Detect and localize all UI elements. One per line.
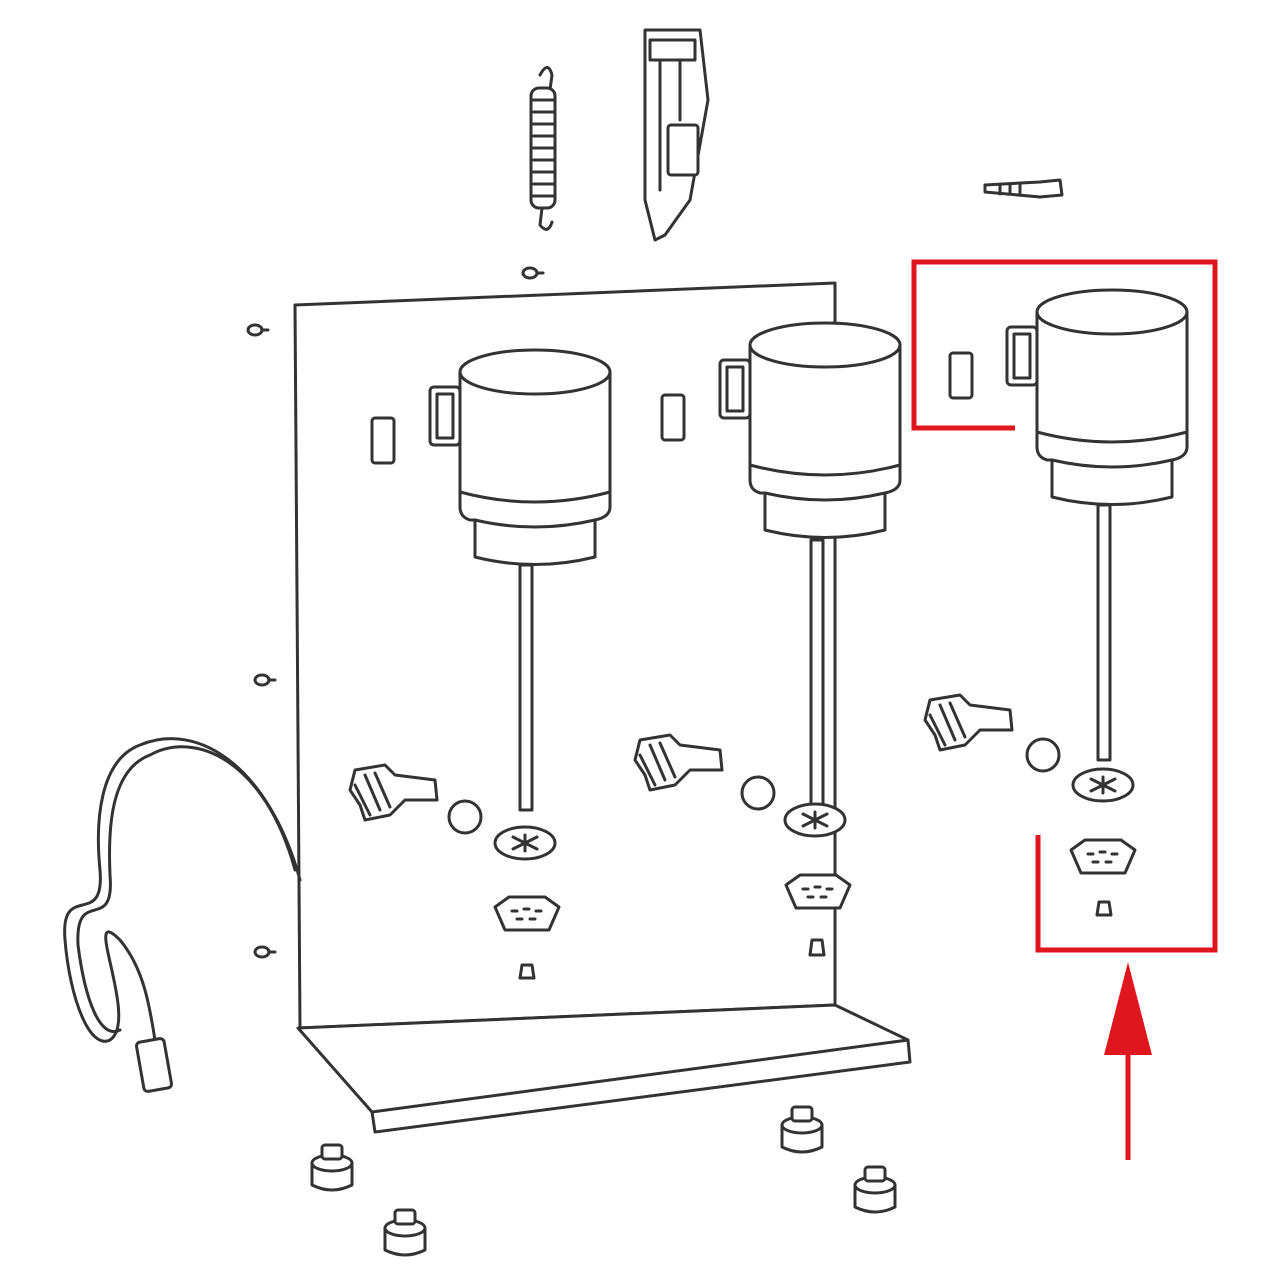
- plug: [983, 178, 1064, 199]
- screw: [253, 945, 277, 959]
- foot: [853, 1165, 897, 1214]
- arrow-up-icon: [1104, 962, 1152, 1160]
- spindle-1: [348, 348, 612, 980]
- power-cord: [63, 737, 302, 1093]
- screw: [253, 673, 277, 687]
- base-plate: [296, 1003, 912, 1134]
- foot: [780, 1105, 824, 1154]
- highlight-outline: [911, 259, 1218, 953]
- spindle-3-highlighted: [923, 288, 1189, 917]
- switch-assembly: [643, 28, 710, 242]
- foot: [383, 1208, 427, 1257]
- spindle-2: [633, 321, 902, 957]
- spring: [529, 66, 557, 231]
- screw: [246, 323, 270, 337]
- foot: [310, 1143, 354, 1192]
- screw: [521, 266, 545, 280]
